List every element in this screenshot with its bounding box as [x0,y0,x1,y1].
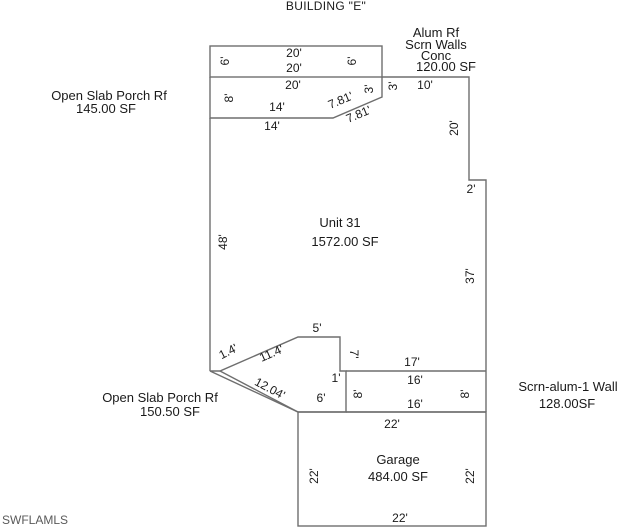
porch-top-area: 145.00 SF [76,101,136,116]
dim-scrn-inner-top: 16' [407,373,423,387]
dim-porch-right-outer: 3' [386,82,400,91]
porch-bottom-area: 150.50 SF [140,404,200,419]
dim-notch-side: 7' [347,350,361,359]
alum-label-line-2: Scrn Walls [405,37,467,52]
dim-scrn-inner-bottom: 16' [407,397,423,411]
dim-left: 48' [216,234,230,250]
garage-label: Garage [376,452,419,467]
dim-porch-inner: 14' [269,100,285,114]
dim-alum-top: 20' [286,46,302,60]
dim-seg-left: 1.4' [217,341,240,362]
building-title: BUILDING "E" [286,0,366,13]
dim-garage-right: 22' [463,468,477,484]
dim-porch-right-inner: 3' [362,85,376,94]
dim-scrn-top: 17' [404,355,420,369]
porch-bottom-label: Open Slab Porch Rf [102,390,218,405]
dim-alum-inner: 20' [286,61,302,75]
dim-bp-right: 6' [317,391,326,405]
dim-porch-left: 8' [222,94,236,103]
dim-garage-bottom: 22' [392,511,408,525]
dim-garage-top: 22' [384,417,400,431]
scrn-area: 128.00SF [539,396,595,411]
porch-top-outline [209,77,383,119]
garage-area: 484.00 SF [368,469,428,484]
dim-notch-top: 5' [313,321,322,335]
dim-bp-small: 1' [332,371,341,385]
dim-garage-left: 22' [307,468,321,484]
alum-room-outline [209,45,383,78]
dim-porch-diag-inner: 7.81' [326,89,355,112]
alum-label-line-3: Conc [421,48,452,63]
dim-scrn-left: 8' [351,390,365,399]
alum-area: 120.00 SF [416,59,476,74]
dim-right-upper: 20' [447,120,461,136]
dim-scrn-right: 8' [458,390,472,399]
dim-alum-right: 6' [345,57,359,66]
dim-diag-outer: 12.04' [252,375,287,403]
unit-label: Unit 31 [319,215,360,230]
garage-outline [297,411,487,527]
dim-porch-top-width: 20' [285,78,301,92]
dim-right-lower: 37' [463,268,477,284]
dim-alum-left: 6' [218,57,232,66]
porch-bottom-inner [219,370,299,413]
unit-outline [382,76,487,412]
scrn-label: Scrn-alum-1 Wall [518,379,617,394]
dim-top-right: 10' [417,78,433,92]
dim-diag-inner: 11.4' [257,342,285,365]
dim-porch-diag-outer: 7.81' [344,103,373,126]
walls [209,45,487,527]
alum-label-line-1: Alum Rf [413,25,460,40]
dim-porch-bottom: 14' [264,119,280,133]
unit-area: 1572.00 SF [311,234,378,249]
porch-top-label: Open Slab Porch Rf [51,88,167,103]
watermark: SWFLAMLS [2,513,68,527]
dim-step: 2' [467,182,476,196]
